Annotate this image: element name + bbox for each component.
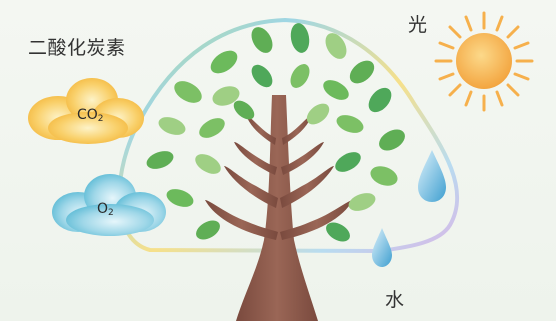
leaf-icon bbox=[158, 117, 186, 135]
leaf-icon bbox=[195, 154, 221, 174]
o2-formula-subscript: 2 bbox=[108, 208, 114, 218]
leaf-cluster bbox=[146, 23, 405, 242]
leaf-icon bbox=[335, 152, 361, 172]
leaf-icon bbox=[326, 222, 350, 242]
leaf-icon bbox=[290, 23, 310, 53]
leaf-icon bbox=[336, 115, 364, 133]
water-drop-icon-large bbox=[418, 150, 446, 202]
leaf-icon bbox=[349, 60, 375, 84]
leaf-icon bbox=[290, 64, 310, 88]
leaf-icon bbox=[174, 81, 202, 103]
water-drop-icon-small bbox=[372, 228, 392, 267]
co2-formula-subscript: 2 bbox=[97, 114, 104, 124]
leaf-icon bbox=[370, 166, 398, 186]
co2-formula-main: CO bbox=[77, 107, 98, 123]
carbon-dioxide-label: 二酸化炭素 bbox=[28, 37, 126, 59]
leaf-icon bbox=[325, 33, 347, 59]
light-label: 光 bbox=[408, 14, 428, 36]
sun-icon bbox=[434, 11, 534, 112]
leaf-icon bbox=[146, 151, 174, 169]
cloud-icon-co2 bbox=[28, 78, 144, 144]
o2-formula-main: O bbox=[97, 201, 109, 217]
leaf-icon bbox=[166, 189, 194, 207]
leaf-icon bbox=[251, 27, 273, 53]
leaf-icon bbox=[210, 50, 238, 74]
o2-formula: O2 bbox=[97, 201, 114, 218]
crown-outline bbox=[117, 17, 460, 254]
leaf-icon bbox=[199, 118, 225, 138]
leaf-icon bbox=[379, 129, 405, 151]
cloud-icon-o2 bbox=[52, 174, 166, 236]
leaf-icon bbox=[368, 87, 392, 113]
leaf-icon bbox=[306, 103, 330, 125]
leaf-icon bbox=[196, 220, 220, 240]
leaf-icon bbox=[323, 80, 349, 100]
water-label: 水 bbox=[385, 289, 405, 311]
leaf-icon bbox=[348, 193, 376, 211]
co2-formula: CO2 bbox=[77, 107, 104, 124]
tree-trunk-icon bbox=[205, 95, 353, 321]
leaf-icon bbox=[233, 100, 255, 120]
leaf-icon bbox=[212, 86, 240, 106]
leaf-icon bbox=[251, 64, 273, 88]
